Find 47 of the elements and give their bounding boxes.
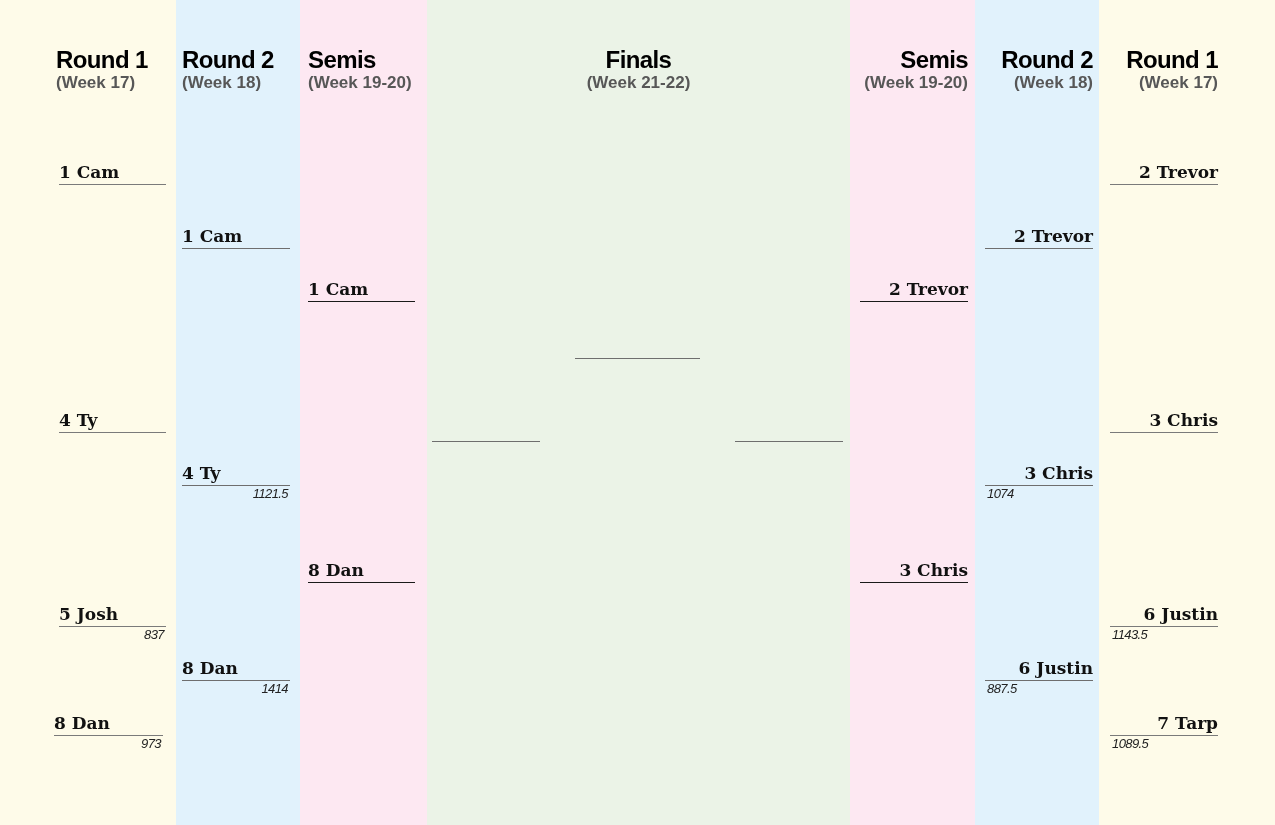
score-text: 1414 <box>261 681 288 697</box>
round-heading: Finals <box>605 47 672 73</box>
week-range: (Week 19-20) <box>308 73 412 92</box>
round-column <box>427 0 850 825</box>
score-text: 1121.5 <box>252 486 288 502</box>
round-heading: Round 1 <box>1126 47 1218 73</box>
round-column <box>0 0 176 825</box>
player-name: 5 Josh <box>59 603 119 626</box>
player-name: 1 Cam <box>182 225 243 248</box>
week-range: (Week 18) <box>1013 73 1093 92</box>
round-column <box>850 0 975 825</box>
week-range: (Week 18) <box>182 73 262 92</box>
player-name: 8 Dan <box>308 559 364 582</box>
player-name: 3 Chris <box>899 559 968 582</box>
round-heading: Semis <box>308 47 376 73</box>
player-name: 1 Cam <box>59 161 120 184</box>
player-name: 8 Dan <box>54 712 110 735</box>
player-name: 8 Dan <box>182 657 238 680</box>
player-name: 2 Trevor <box>888 278 968 301</box>
player-name: 4 Ty <box>59 409 98 432</box>
round-column <box>1099 0 1275 825</box>
week-range: (Week 17) <box>1138 73 1218 92</box>
score-text: 973 <box>141 736 161 752</box>
player-name: 2 Trevor <box>1138 161 1218 184</box>
score-text: 1074 <box>987 486 1014 502</box>
score-text: 837 <box>144 627 164 643</box>
player-name: 2 Trevor <box>1013 225 1093 248</box>
player-name: 7 Tarp <box>1157 712 1218 735</box>
player-name: 4 Ty <box>182 462 221 485</box>
week-range: (Week 21-22) <box>586 73 691 92</box>
round-column <box>300 0 427 825</box>
player-name: 6 Justin <box>1143 603 1218 626</box>
player-name: 1 Cam <box>308 278 369 301</box>
player-name: 6 Justin <box>1018 657 1093 680</box>
week-range: (Week 17) <box>56 73 136 92</box>
score-text: 1089.5 <box>1112 736 1149 752</box>
player-name: 3 Chris <box>1149 409 1218 432</box>
round-column <box>176 0 300 825</box>
score-text: 1143.5 <box>1112 627 1148 643</box>
round-column <box>975 0 1099 825</box>
round-heading: Round 1 <box>56 47 148 73</box>
score-text: 887.5 <box>987 681 1017 697</box>
round-heading: Semis <box>900 47 968 73</box>
round-heading: Round 2 <box>1001 47 1093 73</box>
round-heading: Round 2 <box>182 47 274 73</box>
week-range: (Week 19-20) <box>864 73 968 92</box>
player-name: 3 Chris <box>1024 462 1093 485</box>
